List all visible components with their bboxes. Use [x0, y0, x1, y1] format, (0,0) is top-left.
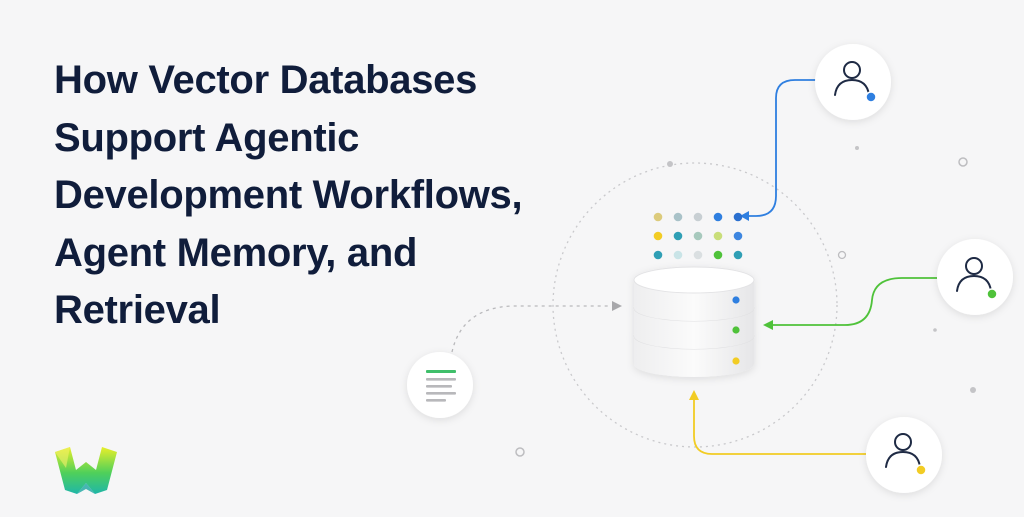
blue-connector-line: [744, 79, 816, 217]
user-node-blue[interactable]: [815, 44, 891, 120]
database-indicator-blue: [732, 296, 740, 304]
page-title: How Vector Databases Support Agentic Dev…: [54, 52, 574, 340]
user-icon: [885, 433, 921, 468]
vector-grid-icon: [653, 212, 743, 260]
status-dot-yellow: [915, 464, 927, 476]
user-icon: [834, 61, 870, 96]
status-dot-green: [986, 288, 998, 300]
yellow-connector-line: [693, 398, 866, 455]
green-arrowhead: [763, 320, 773, 330]
green-connector-line: [770, 277, 937, 326]
decorative-dots: [515, 146, 976, 457]
database-indicator-green: [732, 326, 740, 334]
user-node-green[interactable]: [937, 239, 1013, 315]
document-icon: [426, 370, 456, 402]
status-dot-blue: [865, 91, 877, 103]
orbit-ring: [552, 162, 838, 448]
user-icon: [956, 257, 992, 292]
document-arrowhead: [612, 301, 622, 311]
blue-arrowhead: [740, 211, 749, 221]
yellow-arrowhead: [689, 390, 699, 400]
document-connector-line: [451, 305, 610, 353]
title-line-1: How Vector Databases: [54, 58, 478, 102]
document-node: [407, 352, 473, 418]
database-indicator-yellow: [732, 357, 740, 365]
title-line-3: Development Workflows,: [54, 173, 523, 217]
title-line-5: Retrieval: [54, 288, 221, 332]
logo-icon: [55, 447, 117, 494]
user-node-yellow[interactable]: [866, 417, 942, 493]
title-line-4: Agent Memory, and: [54, 230, 418, 275]
title-line-2: Support Agentic: [54, 115, 360, 160]
database-icon: [633, 266, 755, 377]
